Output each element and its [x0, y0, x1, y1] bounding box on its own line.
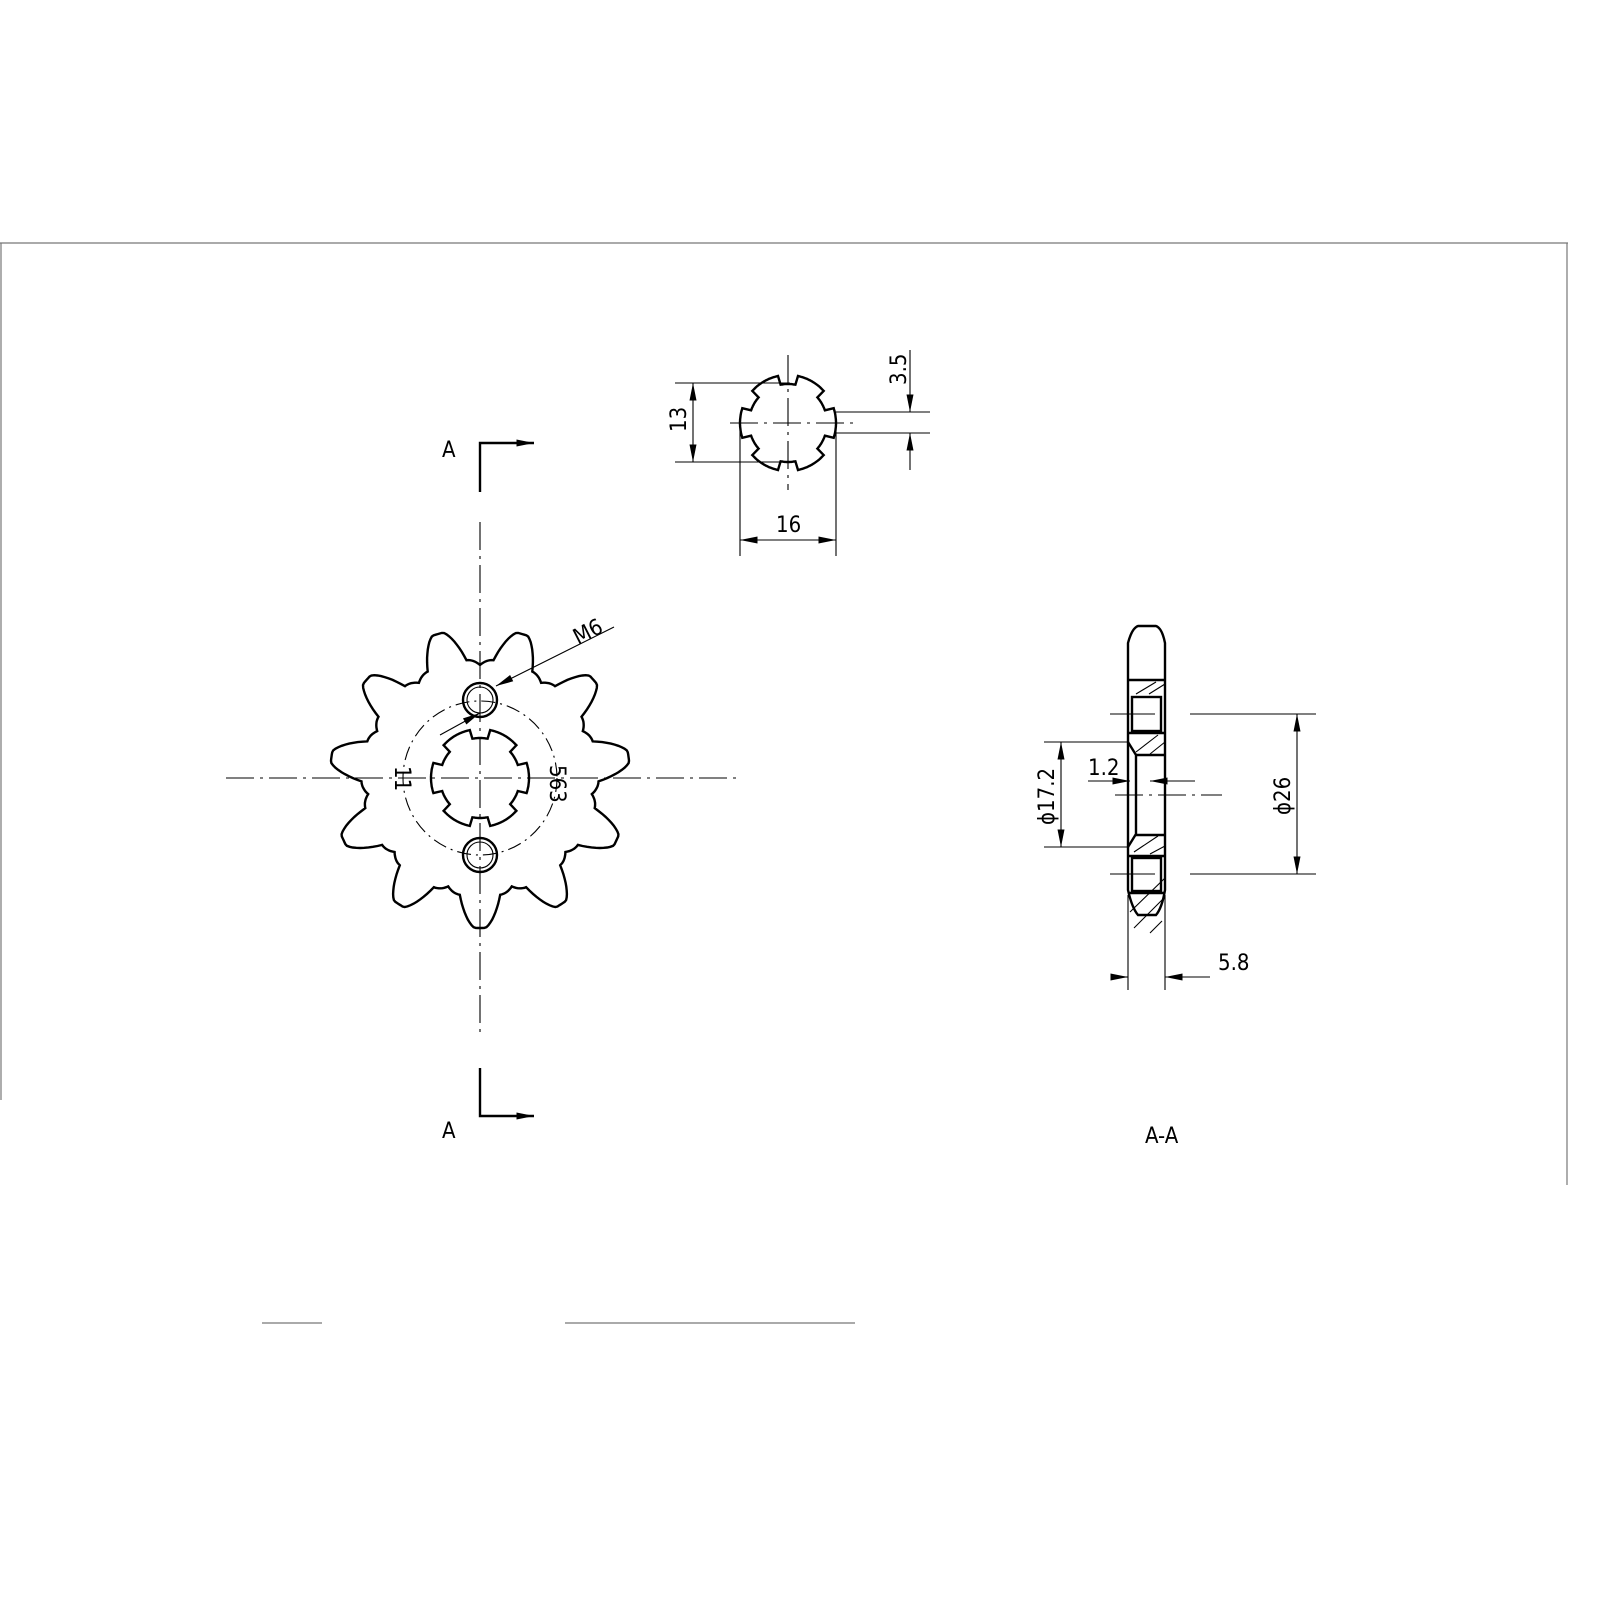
bolt-hole-bottom	[461, 836, 499, 874]
section-view-a-a: ϕ26 ϕ17.2 1.2 5.8 A-A	[1035, 624, 1316, 1149]
section-marker-top: A	[442, 438, 534, 492]
hatching	[1129, 681, 1166, 934]
sprocket-outline	[329, 631, 631, 930]
section-title: A-A	[1145, 1124, 1179, 1149]
spline-height-label: 13	[667, 407, 692, 432]
section-marker-bottom: A	[442, 1068, 534, 1144]
drawing-frame	[0, 242, 1568, 1324]
bolt-circle	[402, 700, 558, 856]
spline-width-label: 16	[776, 513, 801, 538]
sprocket-front-view: M6 11 563	[226, 522, 736, 1035]
bolt-circle-label: 563	[544, 765, 569, 803]
spline-detail-view: 13 16 3.5	[667, 350, 930, 556]
bolt-circle-diameter-label: ϕ26	[1271, 777, 1296, 815]
hub-spline-outline	[429, 728, 531, 828]
recess-label: 1.2	[1088, 756, 1119, 781]
hub-diameter-label: ϕ17.2	[1035, 768, 1060, 825]
bolt-hole-top	[461, 681, 499, 719]
section-letter-bottom: A	[442, 1119, 456, 1144]
key-width-label: 3.5	[887, 354, 912, 385]
tooth-count-label: 11	[389, 766, 414, 791]
section-letter-top: A	[442, 438, 456, 463]
thread-label: M6	[569, 615, 607, 651]
thickness-label: 5.8	[1218, 951, 1249, 976]
